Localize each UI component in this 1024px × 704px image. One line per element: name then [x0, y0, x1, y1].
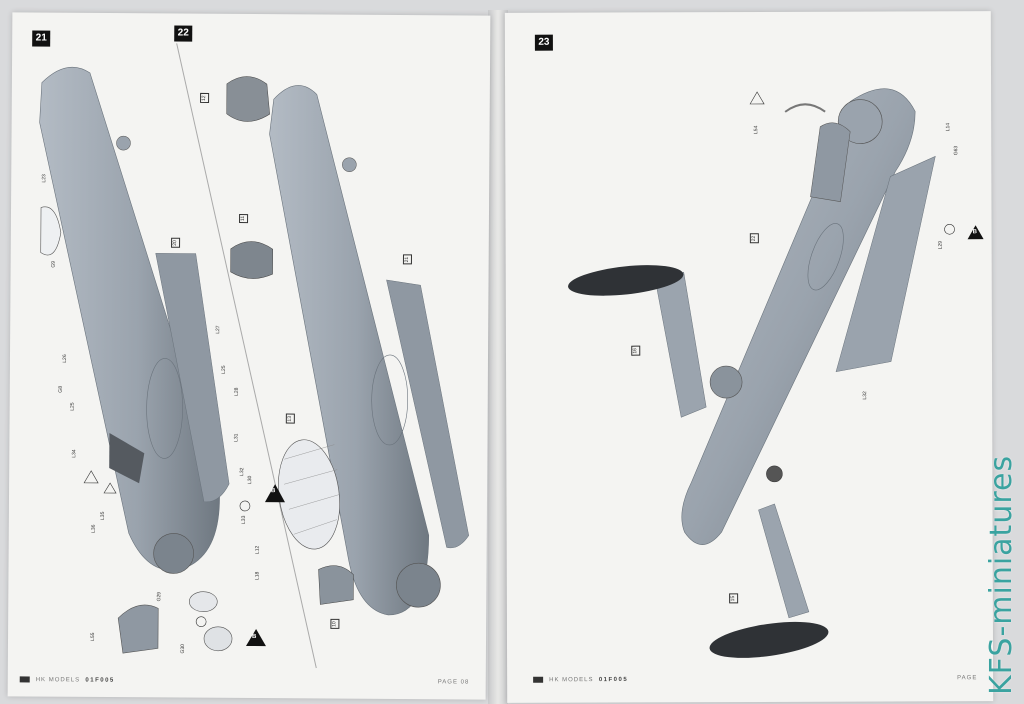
part-box: 13	[285, 413, 295, 424]
aircraft-23	[568, 88, 936, 658]
part-label: L18	[254, 571, 261, 581]
marker-b-label: B	[972, 229, 977, 236]
part-label: L32	[239, 467, 246, 476]
part-label: L32	[862, 391, 869, 400]
part-label: L54	[753, 125, 760, 134]
part-label: G30	[179, 644, 186, 654]
part-label: L27	[215, 325, 222, 334]
part-label: G8	[57, 385, 64, 393]
fuselage-21	[39, 66, 233, 654]
part-label: L34	[71, 449, 78, 458]
right-page-number: PAGE	[957, 675, 978, 682]
left-page: 21 22	[7, 12, 491, 700]
part-label: L23	[41, 174, 48, 183]
part-label: G9	[50, 260, 57, 268]
step-21-22-illustration	[39, 66, 470, 654]
part-label: L29	[937, 240, 944, 250]
left-page-number: PAGE 08	[437, 679, 470, 686]
left-footer: HK MODELS 01F005	[19, 676, 115, 684]
marker-b-label: B	[271, 488, 276, 495]
part-box: 15	[729, 593, 739, 604]
part-label: L55	[90, 632, 97, 641]
part-box: 11	[239, 213, 249, 224]
part-label: L12	[254, 545, 261, 555]
watermark: KFS-miniatures	[984, 454, 1019, 695]
part-label: L25	[220, 365, 227, 374]
part-label: G29	[156, 591, 163, 602]
part-label: G63	[953, 145, 960, 156]
part-box: 21	[402, 254, 412, 265]
part-label: L36	[90, 524, 97, 533]
marker-b-label: B	[252, 634, 257, 641]
part-label: L31	[233, 433, 240, 442]
right-footer: HK MODELS 01F005	[533, 676, 628, 683]
part-label: L28	[233, 387, 240, 396]
part-box: 10	[330, 619, 340, 629]
part-box: 22	[749, 233, 759, 244]
book-gutter	[488, 10, 508, 704]
hk-logo-icon	[533, 676, 544, 683]
fuselage-22	[226, 76, 470, 616]
part-label: L30	[247, 475, 254, 485]
hk-logo-icon	[19, 676, 30, 683]
part-box: 12	[200, 93, 210, 103]
part-label: L26	[61, 354, 69, 363]
right-page: 23	[504, 11, 994, 703]
step-23-illustration	[568, 88, 984, 658]
part-label: L14	[945, 122, 952, 132]
part-box: 20	[171, 238, 181, 248]
part-label: L25	[69, 402, 76, 411]
part-label: L35	[99, 511, 106, 521]
part-label: L33	[240, 515, 247, 524]
part-box: 16	[631, 346, 641, 356]
